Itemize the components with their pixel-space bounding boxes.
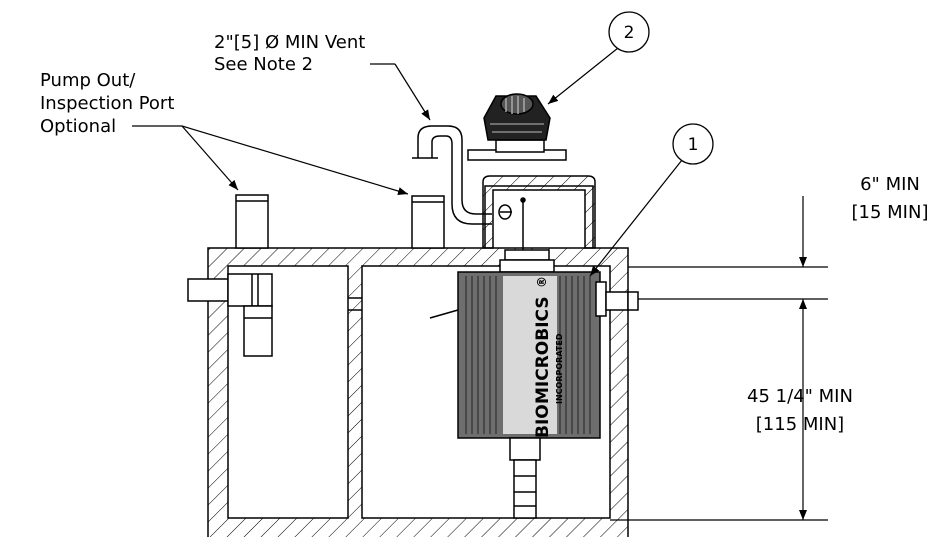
inspection-port-center [411, 195, 445, 249]
svg-text:Inspection Port: Inspection Port [40, 93, 174, 114]
dimension-lines [610, 196, 828, 521]
unit-housing [482, 175, 596, 249]
inlet-pipe-tee [187, 273, 273, 357]
unit-brand-logo: BIO MICROBICS INCORPORATED ® [533, 276, 564, 438]
vent-pipe [412, 125, 492, 225]
svg-text:®: ® [535, 276, 549, 288]
balloon-2: 2 [608, 11, 650, 53]
vent-callout: 2"[5] Ø MIN Vent See Note 2 [214, 32, 365, 75]
svg-text:2: 2 [624, 23, 635, 43]
callout-leaders [132, 47, 683, 277]
balloon-1: 1 [672, 123, 714, 165]
pump-out-callout: Pump Out/ Inspection Port Optional [40, 70, 174, 137]
svg-text:2"[5] Ø MIN Vent: 2"[5] Ø MIN Vent [214, 32, 365, 53]
svg-text:[15 MIN]: [15 MIN] [852, 202, 929, 223]
svg-text:45 1/4" MIN: 45 1/4" MIN [747, 386, 853, 407]
svg-text:INCORPORATED: INCORPORATED [555, 333, 564, 404]
svg-text:6" MIN: 6" MIN [860, 174, 920, 195]
svg-text:See Note 2: See Note 2 [214, 54, 313, 75]
outlet-pipe [627, 291, 639, 311]
dimension-top-label: 6" MIN [15 MIN] [852, 174, 929, 223]
vent-cap [467, 93, 567, 161]
svg-text:[115 MIN]: [115 MIN] [756, 414, 844, 435]
svg-text:MICROBICS: MICROBICS [533, 296, 553, 404]
svg-text:Pump Out/: Pump Out/ [40, 70, 136, 91]
svg-text:Optional: Optional [40, 116, 116, 137]
dimension-depth-label: 45 1/4" MIN [115 MIN] [747, 386, 853, 435]
treatment-unit [429, 197, 629, 519]
pump-out-port-left [235, 194, 269, 249]
svg-text:BIO: BIO [533, 404, 553, 438]
svg-text:1: 1 [688, 135, 699, 155]
